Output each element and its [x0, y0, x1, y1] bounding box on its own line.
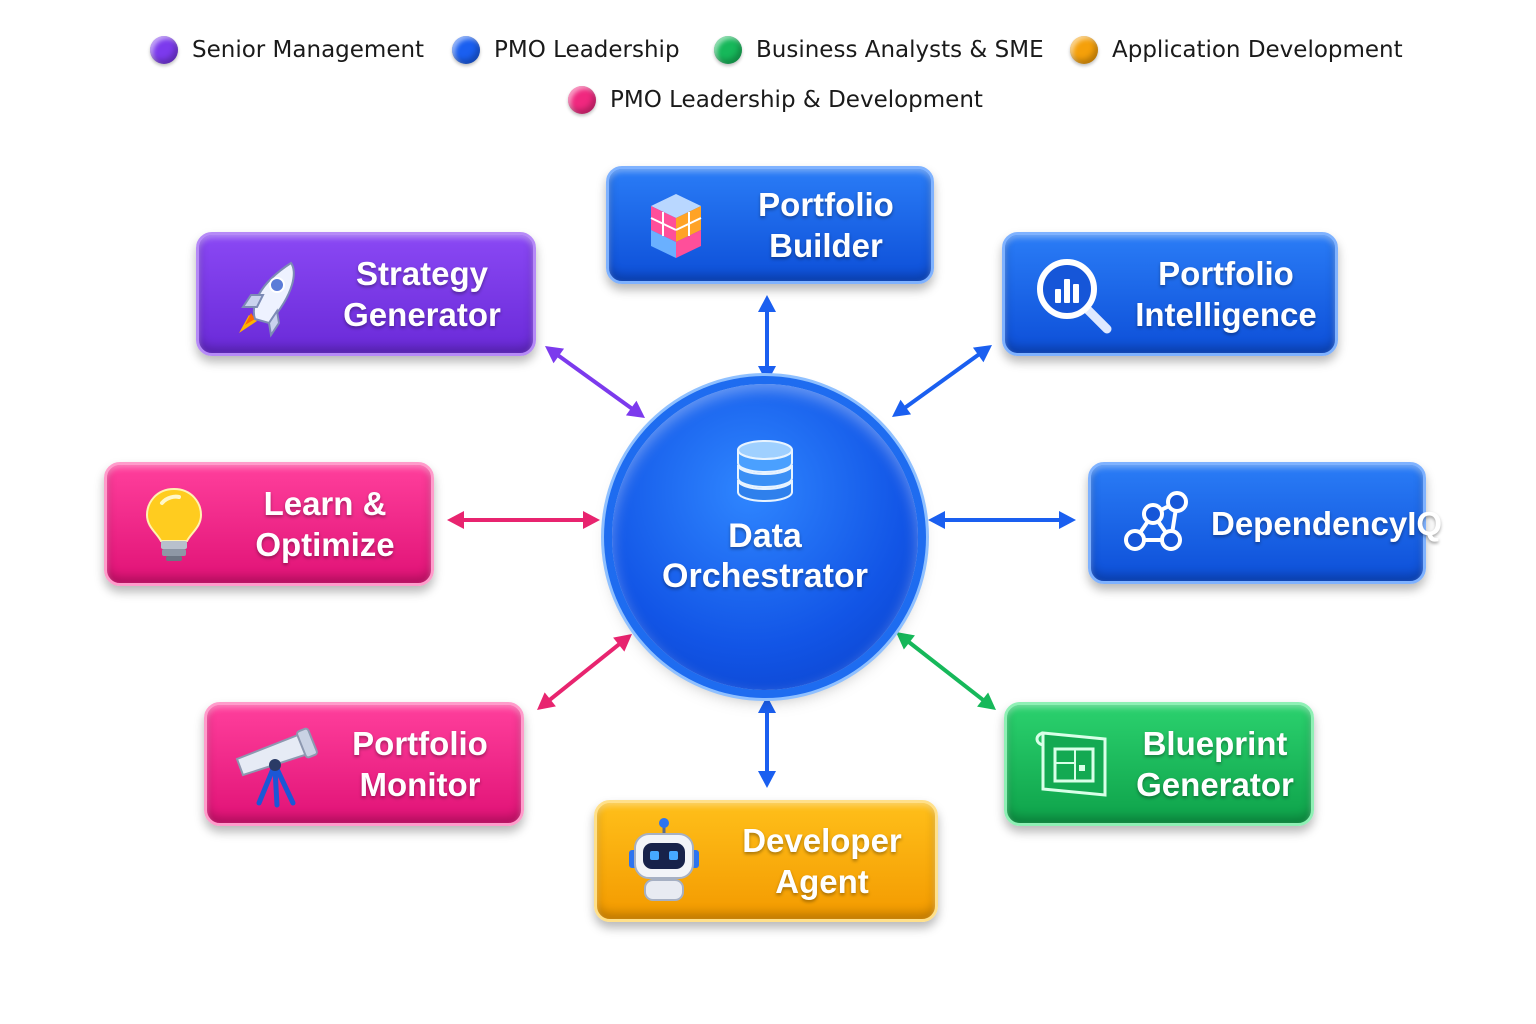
- arrowhead: [896, 632, 915, 650]
- legend-label: Business Analysts & SME: [756, 37, 1044, 63]
- arrowhead: [583, 511, 600, 529]
- arrowhead: [892, 399, 912, 417]
- node-developer-agent[interactable]: Developer Agent: [594, 800, 938, 922]
- legend-dot: [452, 36, 480, 64]
- node-label: Strategy Generator: [343, 255, 501, 333]
- node-label: Developer Agent: [742, 822, 902, 900]
- connector-strategy-generator: [555, 352, 635, 412]
- telescope-icon: [229, 719, 319, 809]
- node-label: Portfolio Intelligence: [1135, 255, 1317, 333]
- arrowhead: [758, 366, 776, 383]
- node-label: Portfolio Builder: [758, 186, 894, 264]
- legend-item-pmo-leadership: PMO Leadership: [452, 36, 680, 64]
- database-icon: [730, 436, 800, 506]
- arrowhead: [447, 511, 464, 529]
- legend-label: Application Development: [1112, 37, 1403, 63]
- hub-data-orchestrator[interactable]: Data Orchestrator: [612, 384, 918, 690]
- arrowhead: [1059, 511, 1076, 529]
- connector-portfolio-intelligence: [902, 351, 982, 411]
- robot-icon: [619, 816, 709, 906]
- legend-label: Senior Management: [192, 37, 425, 63]
- arrowhead: [928, 511, 945, 529]
- node-blueprint-generator[interactable]: Blueprint Generator: [1004, 702, 1314, 826]
- arrowhead: [758, 295, 776, 312]
- legend-label: PMO Leadership & Development: [610, 87, 983, 113]
- legend-dot: [150, 36, 178, 64]
- legend-item-pmo-leadership-development: PMO Leadership & Development: [568, 86, 983, 114]
- node-dependencyiq[interactable]: DependencyIQ: [1088, 462, 1442, 584]
- legend-label: PMO Leadership: [494, 37, 680, 63]
- node-label: Learn & Optimize: [255, 485, 395, 563]
- arrowhead: [972, 345, 992, 363]
- rocket-icon: [221, 249, 311, 339]
- arrowhead: [625, 400, 645, 418]
- arrowhead: [545, 346, 565, 364]
- magnifier-chart-icon: [1027, 249, 1117, 339]
- node-portfolio-monitor[interactable]: Portfolio Monitor: [204, 702, 524, 826]
- arrowhead: [758, 696, 776, 713]
- legend: Senior Management PMO Leadership Busines…: [0, 0, 1536, 130]
- legend-item-application-development: Application Development: [1070, 36, 1403, 64]
- node-label: Portfolio Monitor: [352, 725, 488, 803]
- hub-label: Data Orchestrator: [662, 517, 868, 595]
- node-learn-optimize[interactable]: Learn & Optimize: [104, 462, 434, 586]
- connector-portfolio-monitor: [546, 641, 623, 703]
- node-portfolio-builder[interactable]: Portfolio Builder: [606, 166, 934, 284]
- cubes-icon: [631, 180, 721, 270]
- network-graph-icon: [1113, 478, 1203, 568]
- arrowhead: [758, 771, 776, 788]
- node-label: DependencyIQ: [1211, 504, 1443, 542]
- arrowhead: [537, 692, 556, 710]
- node-strategy-generator[interactable]: Strategy Generator: [196, 232, 536, 356]
- arrowhead: [977, 692, 996, 710]
- blueprint-icon: [1029, 719, 1119, 809]
- legend-dot: [568, 86, 596, 114]
- node-label: Blueprint Generator: [1136, 725, 1294, 803]
- lightbulb-icon: [129, 479, 219, 569]
- legend-item-business-analysts: Business Analysts & SME: [714, 36, 1044, 64]
- node-portfolio-intelligence[interactable]: Portfolio Intelligence: [1002, 232, 1338, 356]
- arrowhead: [613, 634, 632, 652]
- legend-dot: [714, 36, 742, 64]
- connector-blueprint-generator: [905, 639, 987, 703]
- legend-item-senior-management: Senior Management: [150, 36, 424, 64]
- legend-dot: [1070, 36, 1098, 64]
